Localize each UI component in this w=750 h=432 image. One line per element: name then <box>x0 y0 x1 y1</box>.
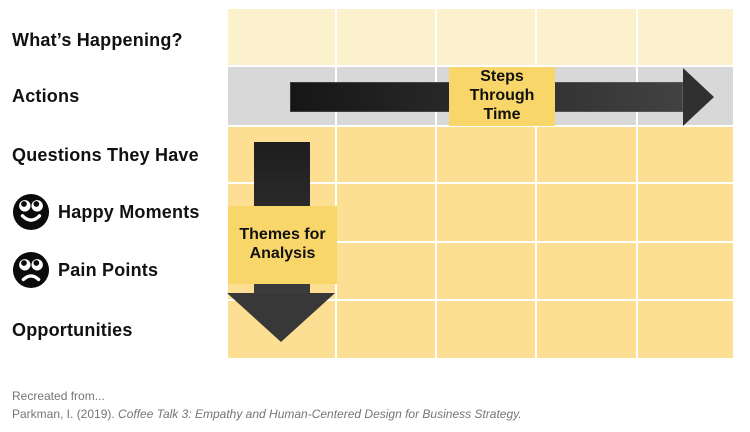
row-label-text: Actions <box>12 85 80 106</box>
citation-author: Parkman, I. (2019). <box>12 407 119 421</box>
grid-column-divider <box>435 9 437 358</box>
citation-title: Coffee Talk 3: Empathy and Human-Centere… <box>118 407 522 421</box>
grid-column-divider <box>335 9 337 358</box>
grid-row-whats-happening <box>228 9 733 65</box>
grid-column-divider <box>535 9 537 358</box>
citation-line1: Recreated from... <box>12 389 105 403</box>
happy-face-icon <box>12 193 50 231</box>
grid-column-divider <box>636 9 638 358</box>
steps-arrow-head-icon <box>683 68 714 126</box>
row-label-whats-happening: What’s Happening? <box>12 20 183 60</box>
grid-row-questions <box>228 127 733 182</box>
steps-through-time-label: Steps Through Time <box>449 67 555 126</box>
row-label-pain-points: Pain Points <box>12 250 158 290</box>
row-label-questions: Questions They Have <box>12 135 199 175</box>
citation-line2: Parkman, I. (2019). Coffee Talk 3: Empat… <box>12 405 522 423</box>
sad-face-icon <box>12 251 50 289</box>
row-label-happy-moments: Happy Moments <box>12 192 200 232</box>
row-label-text: Happy Moments <box>58 201 200 222</box>
row-label-text: What’s Happening? <box>12 29 183 50</box>
row-label-opportunities: Opportunities <box>12 310 133 350</box>
row-label-text: Questions They Have <box>12 144 199 165</box>
themes-arrow-head-icon <box>227 293 335 342</box>
citation: Recreated from... Parkman, I. (2019). Co… <box>12 387 522 423</box>
themes-for-analysis-label: Themes for Analysis <box>228 206 337 284</box>
row-label-text: Opportunities <box>12 319 133 340</box>
row-label-actions: Actions <box>12 76 79 116</box>
row-label-text: Pain Points <box>58 259 159 280</box>
